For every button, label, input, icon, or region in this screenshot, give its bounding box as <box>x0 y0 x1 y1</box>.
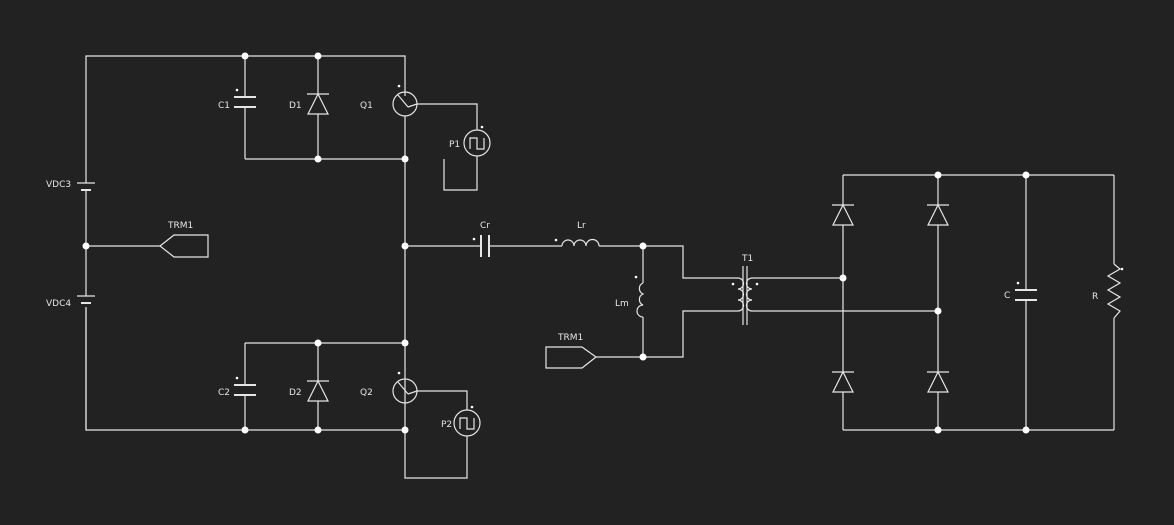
d2-label: D2 <box>289 388 302 398</box>
d1-label: D1 <box>289 101 302 111</box>
c-label: C <box>1004 291 1010 301</box>
cr-capacitor <box>472 235 490 257</box>
c2-capacitor <box>234 376 256 396</box>
q1-label: Q1 <box>360 101 373 111</box>
c-output-capacitor <box>1015 281 1037 301</box>
c2-label: C2 <box>218 388 230 398</box>
resonant-tank-wiring <box>405 245 738 358</box>
lr-inductor <box>554 238 600 247</box>
cr-label: Cr <box>480 221 490 231</box>
rectifier-diode-bottom-right <box>927 370 949 393</box>
vdc4-label: VDC4 <box>46 299 71 309</box>
lr-label: Lr <box>577 221 586 231</box>
p2-label: P2 <box>441 420 452 430</box>
q2-switch <box>392 371 418 404</box>
junction-dots <box>82 52 1030 434</box>
p2-pulse-source <box>453 405 481 437</box>
rectifier-diode-top-left <box>832 203 854 226</box>
p1-pulse-source <box>463 125 491 157</box>
d1-diode <box>307 92 329 115</box>
trm1-mid-terminal <box>545 346 598 369</box>
d2-diode <box>307 379 329 402</box>
rectifier-wiring <box>752 174 1115 431</box>
vdc4-source <box>77 295 95 304</box>
rectifier-diode-bottom-left <box>832 370 854 393</box>
t1-transformer <box>731 266 759 325</box>
t1-label: T1 <box>741 254 753 264</box>
lower-leg-wiring <box>244 342 468 479</box>
trm1-left-label: TRM1 <box>167 221 193 231</box>
trm1-mid-label: TRM1 <box>557 333 583 343</box>
rectifier-diode-top-right <box>927 203 949 226</box>
p1-label: P1 <box>449 140 460 150</box>
q2-label: Q2 <box>360 388 373 398</box>
q1-switch <box>392 84 418 117</box>
c1-capacitor <box>234 88 256 108</box>
trm1-left-terminal <box>159 234 209 258</box>
vdc3-source <box>77 182 95 191</box>
lm-inductor <box>634 275 645 318</box>
vdc3-label: VDC3 <box>46 180 71 190</box>
r-load-resistor <box>1106 263 1124 319</box>
lm-label: Lm <box>615 299 629 309</box>
r-label: R <box>1092 292 1098 302</box>
upper-leg-wiring <box>244 56 478 430</box>
c1-label: C1 <box>218 101 230 111</box>
